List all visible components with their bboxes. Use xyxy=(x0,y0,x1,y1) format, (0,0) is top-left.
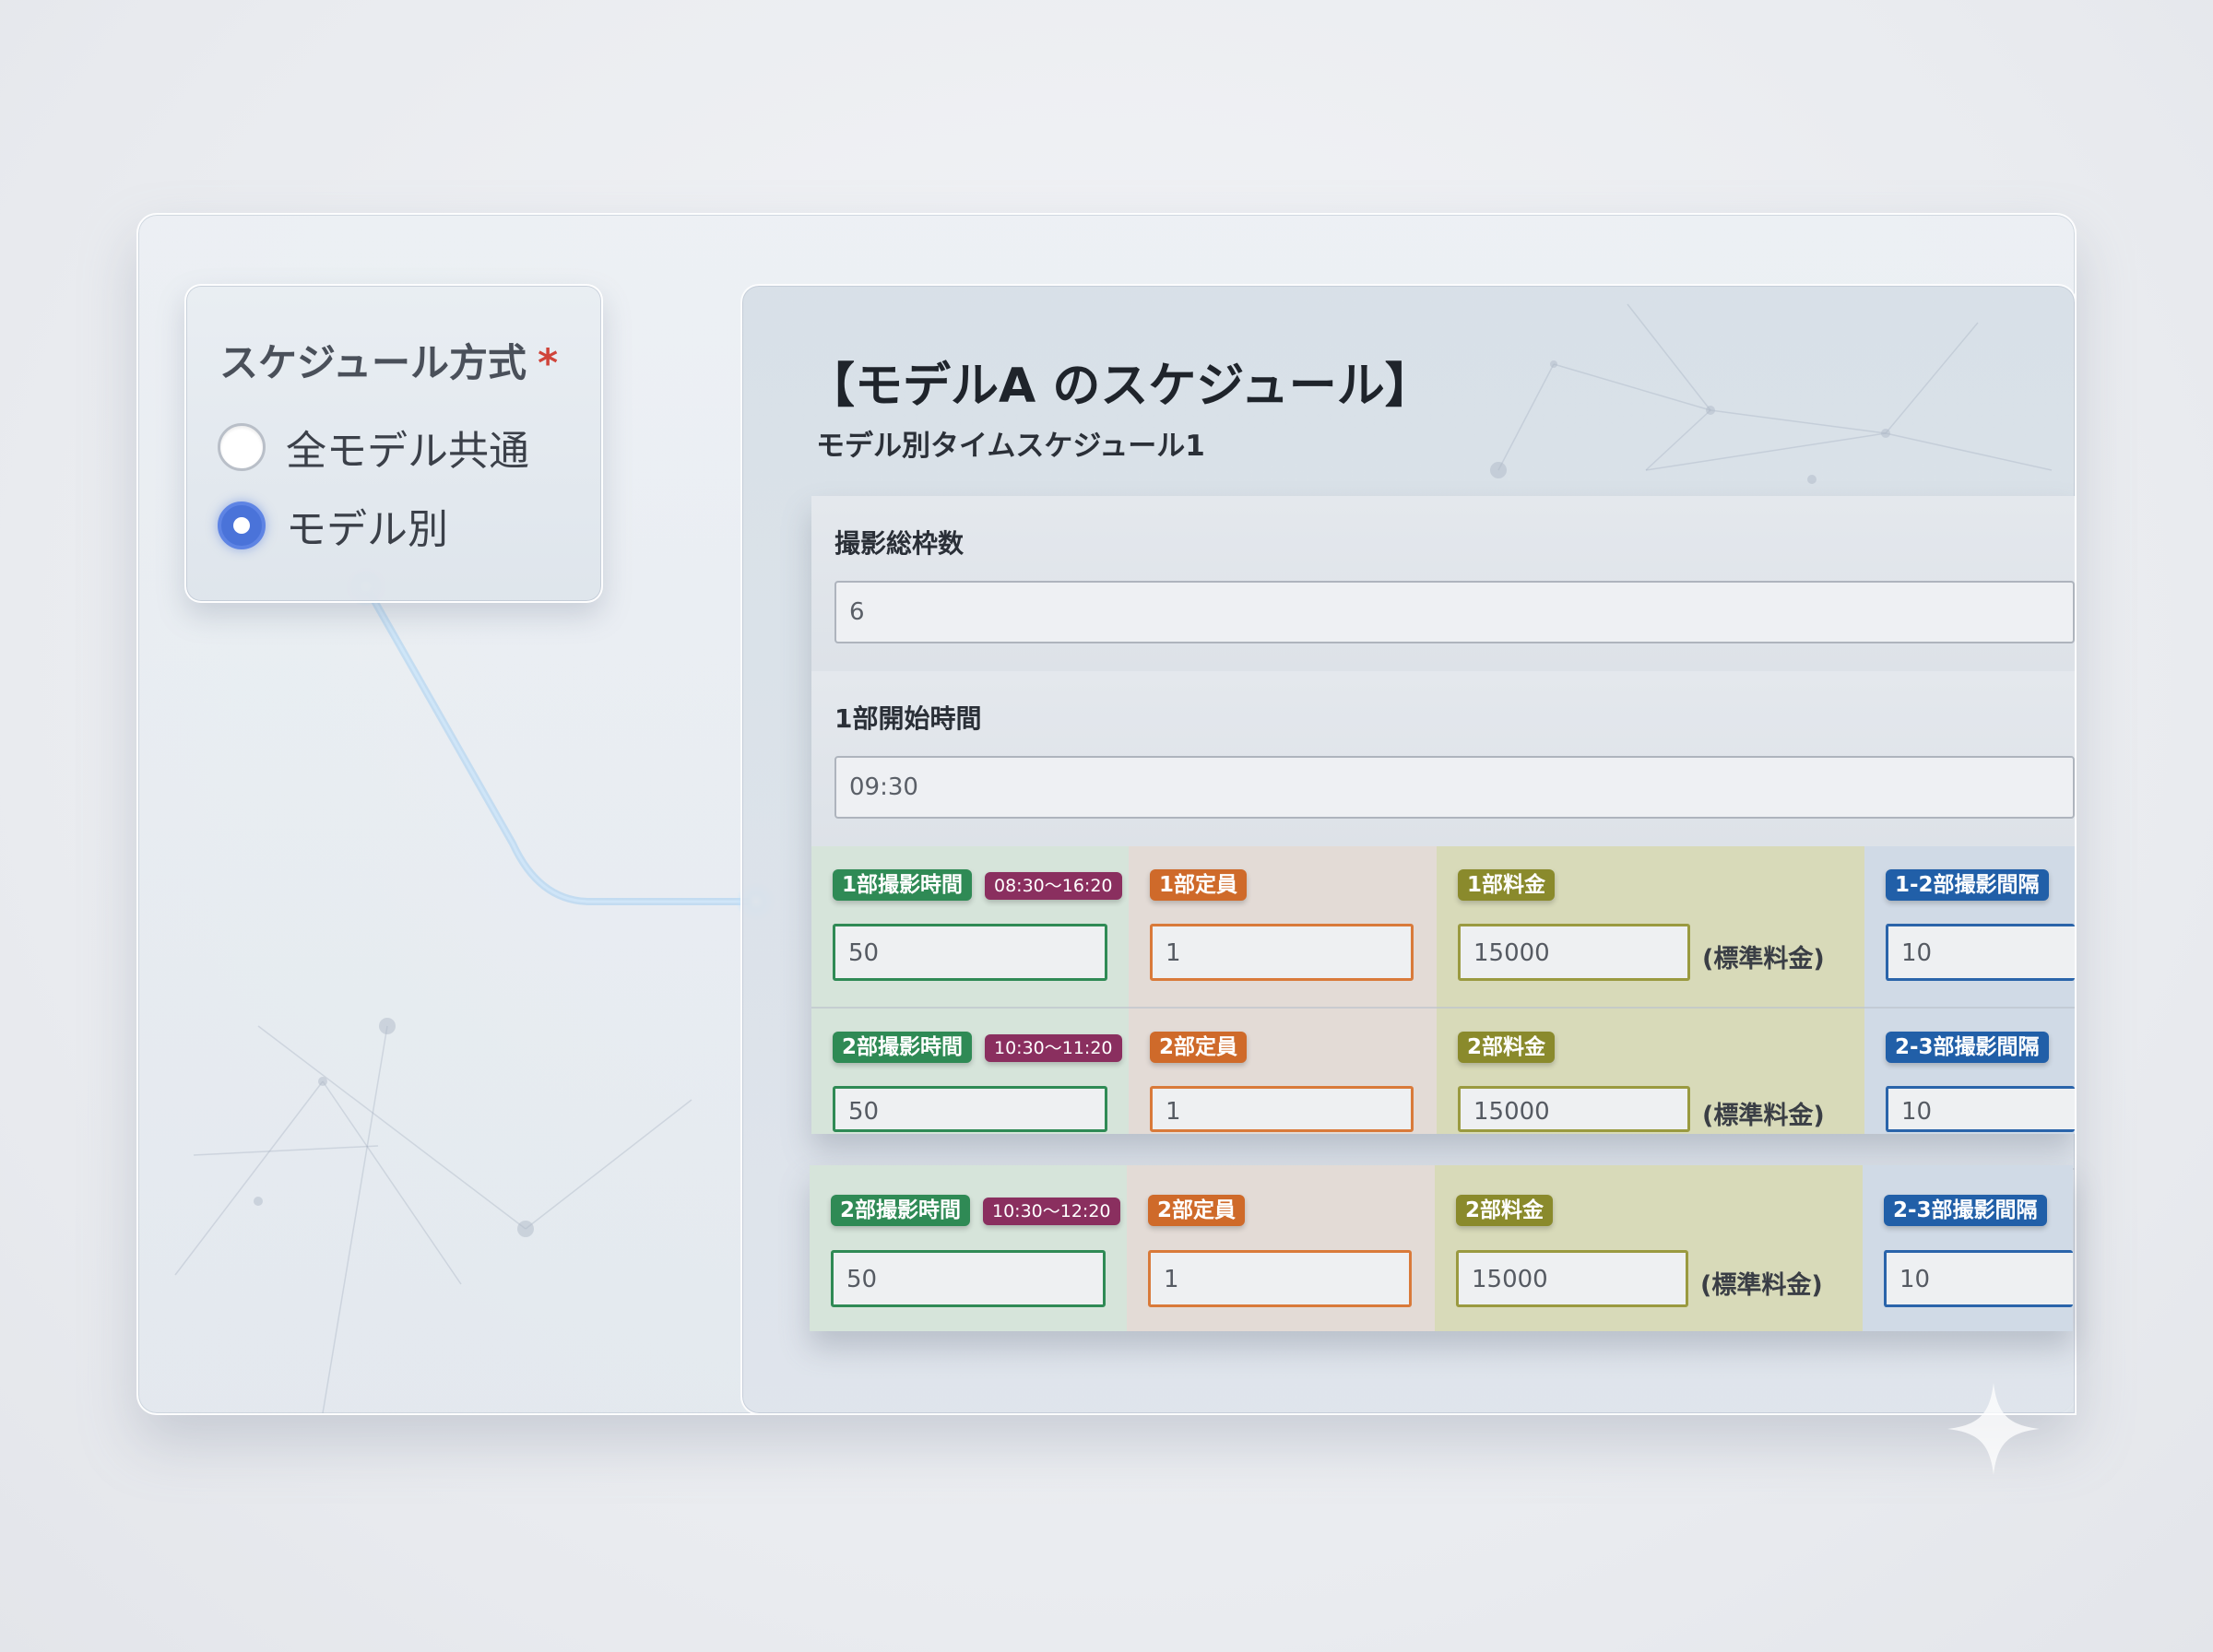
network-mesh-decoration xyxy=(1490,303,2053,699)
start-time-input[interactable]: 09:30 xyxy=(834,756,2075,819)
radio-option-per-model[interactable]: モデル別 xyxy=(218,496,448,555)
fee-input[interactable]: 15000 xyxy=(1458,924,1690,981)
radio-option-label: モデル別 xyxy=(286,506,448,553)
interval-badge: 2-3部撮影間隔 xyxy=(1886,1032,2049,1063)
time-range-badge: 08:30～16:20 xyxy=(985,872,1122,900)
fee-note: (標準料金) xyxy=(1700,1271,1823,1300)
start-time-label: 1部開始時間 xyxy=(834,703,982,734)
interval-badge: 2-3部撮影間隔 xyxy=(1884,1195,2047,1226)
radio-option-all-models[interactable]: 全モデル共通 xyxy=(218,418,529,477)
capacity-badge: 1部定員 xyxy=(1150,869,1248,901)
duration-input[interactable]: 50 xyxy=(833,1086,1107,1132)
row-divider xyxy=(811,1007,2075,1009)
interval-input[interactable]: 10 xyxy=(1884,1250,2073,1307)
fee-badge: 1部料金 xyxy=(1458,869,1556,901)
session-grid: 1部撮影時間 08:30～16:20 50 1部定員 1 1部料金 15000 … xyxy=(811,846,2075,1170)
session-row-3: 2部撮影時間 10:30～12:20 50 2部定員 1 2部料金 15000 … xyxy=(810,1165,2073,1331)
radio-selected-icon[interactable] xyxy=(218,502,266,549)
panel-title: 【モデルA のスケジュール】 xyxy=(807,359,1433,414)
total-slots-label: 撮影総枠数 xyxy=(834,528,964,559)
radio-option-label: 全モデル共通 xyxy=(286,428,529,475)
fee-input[interactable]: 15000 xyxy=(1458,1086,1690,1132)
capacity-input[interactable]: 1 xyxy=(1148,1250,1412,1307)
capacity-badge: 2部定員 xyxy=(1150,1032,1248,1063)
interval-input[interactable]: 10 xyxy=(1886,1086,2075,1132)
total-slots-input[interactable]: 6 xyxy=(834,581,2075,643)
interval-input[interactable]: 10 xyxy=(1886,924,2075,981)
duration-badge: 2部撮影時間 xyxy=(833,1032,973,1063)
fee-note: (標準料金) xyxy=(1702,945,1825,974)
fee-note: (標準料金) xyxy=(1702,1102,1825,1130)
start-time-field: 1部開始時間 09:30 xyxy=(811,671,2075,848)
fee-badge: 2部料金 xyxy=(1458,1032,1556,1063)
required-asterisk: * xyxy=(538,340,559,385)
panel-subtitle: モデル別タイムスケジュール1 xyxy=(816,430,1205,463)
duration-input[interactable]: 50 xyxy=(833,924,1107,981)
capacity-input[interactable]: 1 xyxy=(1150,1086,1414,1132)
capacity-input[interactable]: 1 xyxy=(1150,924,1414,981)
schedule-type-card: スケジュール方式* 全モデル共通 モデル別 xyxy=(184,284,603,603)
fee-badge: 2部料金 xyxy=(1456,1195,1554,1226)
duration-badge: 1部撮影時間 xyxy=(833,869,973,901)
fee-input[interactable]: 15000 xyxy=(1456,1250,1688,1307)
time-range-badge: 10:30～11:20 xyxy=(985,1034,1122,1062)
radio-unselected-icon[interactable] xyxy=(218,423,266,471)
schedule-form: 撮影総枠数 6 1部開始時間 09:30 1部撮影時間 08:30～16:20 … xyxy=(811,496,2075,1170)
sparkle-icon xyxy=(1947,1383,2040,1475)
total-slots-field: 撮影総枠数 6 xyxy=(811,496,2075,673)
interval-badge: 1-2部撮影間隔 xyxy=(1886,869,2049,901)
network-mesh-decoration xyxy=(174,1018,692,1413)
duration-input[interactable]: 50 xyxy=(831,1250,1106,1307)
time-range-badge: 10:30～12:20 xyxy=(983,1198,1120,1225)
capacity-badge: 2部定員 xyxy=(1148,1195,1246,1226)
schedule-type-label: スケジュール方式* xyxy=(219,340,559,385)
duration-badge: 2部撮影時間 xyxy=(831,1195,971,1226)
